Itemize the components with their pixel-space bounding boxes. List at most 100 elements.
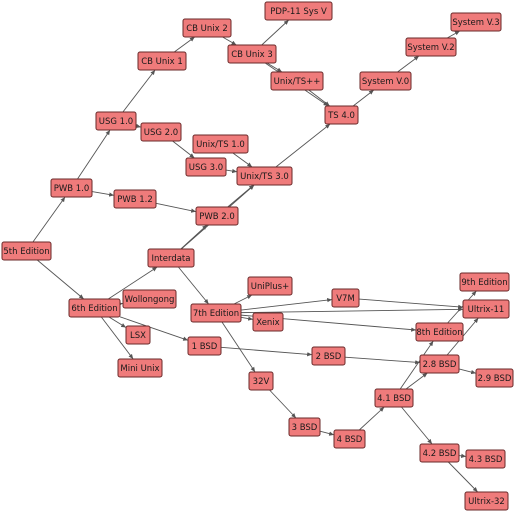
node-v7m: V7M [331,288,360,308]
node-label: PWB 1.0 [54,184,90,194]
node-7th: 7th Edition [190,303,242,323]
node-bsd4: 4 BSD [333,429,366,449]
node-label: TS 4.0 [327,111,355,121]
node-mini: Mini Unix [117,358,163,378]
node-label: Xenix [256,318,279,328]
node-label: 4.3 BSD [469,455,503,465]
node-label: Interdata [152,254,191,264]
node-box [113,189,157,209]
node-usg20: USG 2.0 [140,122,182,142]
edge-5th-to-pwb10 [32,196,66,243]
node-sv3: System V.3 [450,12,502,32]
node-label: 3 BSD [292,423,318,433]
edge-sv2-to-sv3 [446,30,461,39]
node-box [140,122,182,142]
node-bsd2: 2 BSD [311,346,346,366]
node-label: System V.2 [407,43,454,53]
edge-6th-to-mini [100,316,134,360]
edge-sv0-to-sv2 [397,55,420,73]
edge-bsd41-to-8th [399,340,434,390]
node-box [122,289,177,309]
edges-layer [32,19,479,493]
node-label: 32V [253,377,270,387]
node-label: 2.9 BSD [478,374,512,384]
node-pdp: PDP-11 Sys V [264,1,333,21]
edge-bsd3-to-bsd4 [319,430,335,436]
node-box [247,276,293,296]
node-box [464,491,509,511]
node-5th: 5th Edition [1,241,52,261]
node-pwb10: PWB 1.0 [50,178,93,198]
node-bsd43: 4.3 BSD [465,449,506,469]
node-pwb12: PWB 1.2 [113,189,157,209]
node-ultrix32: Ultrix-32 [464,491,509,511]
edge-6th-to-interdata [108,266,158,300]
node-label: USG 2.0 [144,128,178,138]
node-label: Ultrix-32 [468,497,505,507]
node-label: System V.3 [452,18,499,28]
edge-7th-to-v7m [240,297,333,311]
node-utspp: Unix/TS++ [270,71,324,91]
node-bsd41: 4.1 BSD [374,388,414,408]
node-label: 4.2 BSD [423,449,457,459]
node-box [475,368,514,388]
node-label: Ultrix-11 [468,305,505,315]
node-usg30: USG 3.0 [185,157,227,177]
edge-cb1-to-cb2 [174,36,195,53]
edge-7th-to-32v [221,321,256,373]
edge-bsd41-to-bsd28 [405,372,428,390]
node-box [192,134,249,154]
node-bsd3: 3 BSD [288,417,321,437]
edge-bsd42-to-ultrix32 [447,461,479,493]
node-label: 2.8 BSD [423,360,457,370]
node-label: 2 BSD [316,352,342,362]
node-8th: 8th Edition [415,322,464,342]
node-usg10: USG 1.0 [95,111,137,131]
node-box [185,157,227,177]
node-box [419,354,460,374]
edge-v7m-to-ultrix11 [358,298,464,309]
edge-usg10-to-cb1 [122,69,156,113]
node-bsd29: 2.9 BSD [475,368,514,388]
edge-7th-to-xenix [240,316,254,321]
node-box [236,166,293,186]
edge-7th-to-ultrix11 [240,307,464,314]
node-pwb20: PWB 2.0 [195,206,239,226]
node-label: PWB 2.0 [199,212,235,222]
node-box [374,388,414,408]
edge-6th-to-lsx [108,316,127,328]
node-box [68,298,121,318]
node-box [324,105,359,125]
node-label: V7M [336,294,355,304]
node-lsx: LSX [125,325,151,345]
node-box [252,312,284,332]
node-box [1,241,52,261]
node-cb2: CB Unix 2 [182,18,232,38]
node-box [117,358,163,378]
node-cb1: CB Unix 1 [137,51,187,71]
node-box [331,288,360,308]
edge-8th-to-9th [447,290,477,324]
node-label: PWB 1.2 [117,195,153,205]
node-label: System V.0 [362,77,409,87]
edge-pwb10-to-pwb12 [91,191,115,197]
node-wollongong: Wollongong [122,289,177,309]
node-label: USG 1.0 [99,117,133,127]
edge-usg10-to-usg20 [135,123,142,129]
node-label: USG 3.0 [189,163,223,173]
node-label: PDP-11 Sys V [270,7,327,17]
node-9th: 9th Edition [459,272,510,292]
node-32v: 32V [248,371,274,391]
node-label: Mini Unix [120,364,159,374]
node-label: Unix/TS 3.0 [240,172,289,182]
node-box [187,336,222,356]
node-box [419,443,460,463]
edge-pwb10-to-usg10 [77,129,111,180]
node-box [415,322,464,342]
node-bsd28: 2.8 BSD [419,354,460,374]
node-label: 7th Edition [193,309,239,319]
node-label: UniPlus+ [251,282,289,292]
node-box [288,417,321,437]
